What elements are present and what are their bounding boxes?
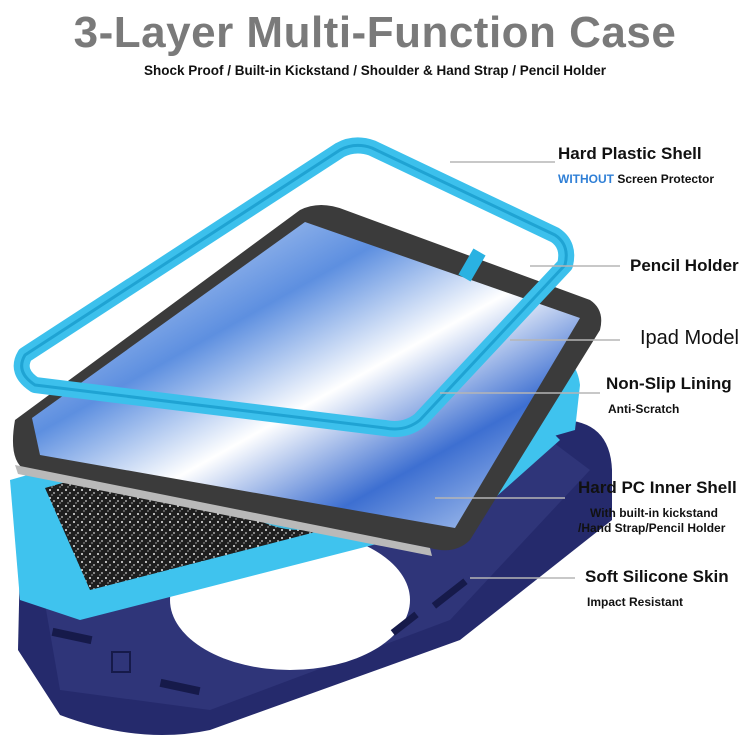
callout-soft-silicone-skin-title: Soft Silicone Skin: [585, 567, 729, 586]
callout-hard-pc-inner-shell-sub1: With built-in kickstand: [590, 506, 718, 520]
leader-lines: [435, 161, 620, 579]
callout-soft-silicone-skin-sub: Impact Resistant: [587, 595, 684, 609]
callout-pencil-holder-title: Pencil Holder: [630, 256, 739, 275]
ipad-layer: [12, 205, 602, 556]
callout-hard-pc-inner-shell-sub2: /Hand Strap/Pencil Holder: [578, 521, 726, 535]
callout-hard-pc-inner-shell-title: Hard PC Inner Shell: [578, 478, 737, 497]
callout-non-slip-lining-title: Non-Slip Lining: [606, 374, 732, 393]
hard-plastic-shell-layer: [13, 137, 575, 437]
page-title: 3-Layer Multi-Function Case: [73, 8, 677, 57]
without-accent-text: WITHOUT: [558, 172, 614, 186]
callout-hard-plastic-shell-title: Hard Plastic Shell: [558, 144, 702, 163]
callout-hard-plastic-shell-sub: WITHOUT Screen Protector: [558, 172, 714, 186]
screen-protector-text: Screen Protector: [614, 172, 715, 186]
page-subtitle: Shock Proof / Built-in Kickstand / Shoul…: [143, 63, 607, 78]
callout-ipad-model-title: Ipad Model: [640, 327, 739, 349]
callout-non-slip-lining-sub: Anti-Scratch: [608, 402, 680, 416]
